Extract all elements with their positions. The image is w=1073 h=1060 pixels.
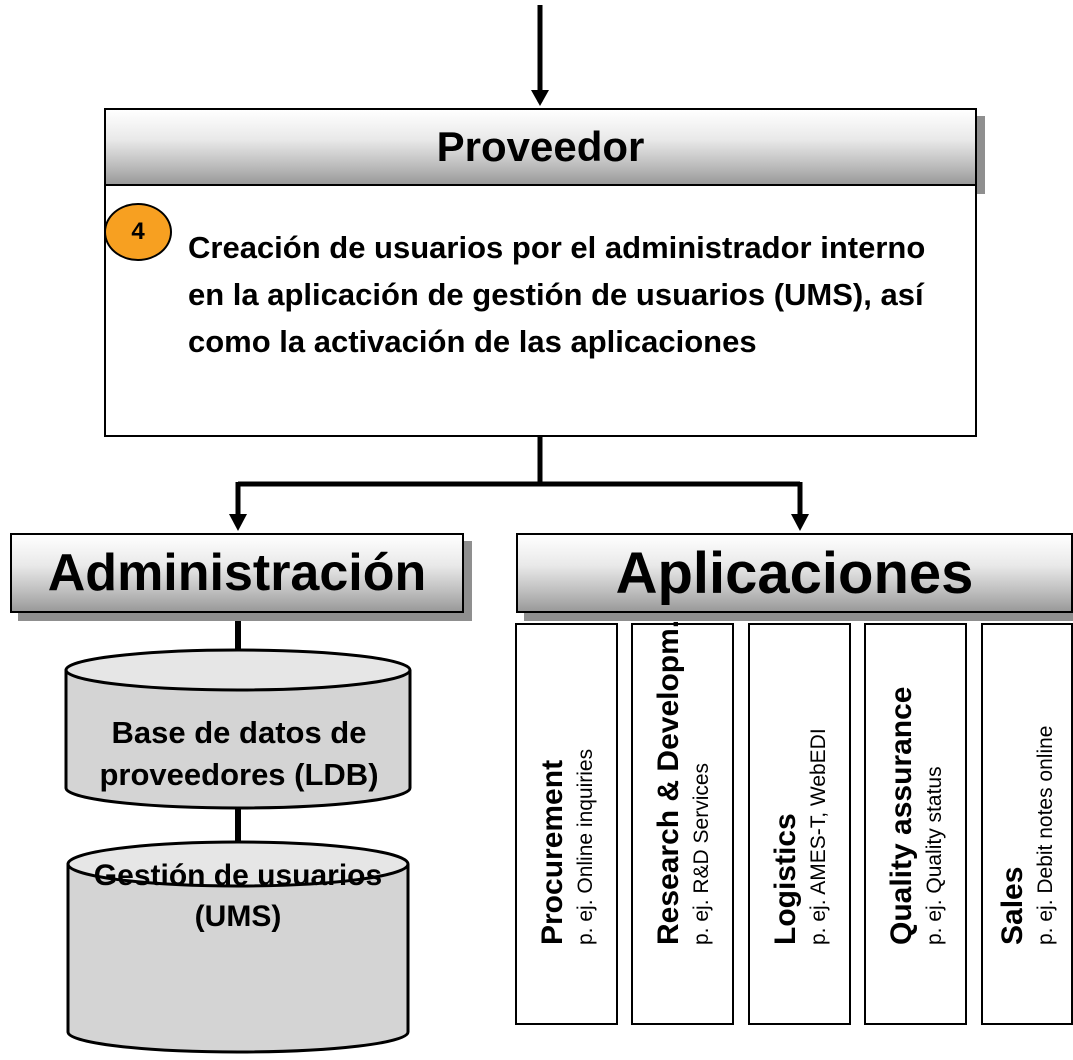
app-column-logistics: Logistics p. ej. AMES-T, WebEDI (748, 623, 851, 1025)
step-number-badge: 4 (104, 203, 172, 261)
app-description: p. ej. Quality status (922, 766, 946, 945)
app-title: Procurement (535, 759, 569, 945)
provider-title: Proveedor (436, 123, 645, 170)
app-column-quality: Quality assurance p. ej. Quality status (864, 623, 967, 1025)
app-description: p. ej. R&D Services (689, 762, 713, 945)
administration-title: Administración (47, 544, 427, 602)
app-title: Sales (996, 866, 1029, 945)
step-description: Creación de usuarios por el administrado… (188, 230, 926, 359)
app-description: p. ej. AMES-T, WebEDI (806, 728, 830, 945)
app-column-procurement: Procurement p. ej. Online inquiries (515, 623, 618, 1025)
app-title: Logistics (768, 813, 802, 945)
step-number: 4 (131, 218, 145, 245)
app-title: Research & Developm. (651, 619, 685, 945)
ums-database-label: Gestión de usuarios (UMS) (93, 859, 383, 933)
app-title: Quality assurance (884, 686, 918, 945)
administration-header: Administración (10, 533, 464, 613)
provider-description-box (104, 186, 977, 437)
applications-title: Aplicaciones (615, 540, 974, 606)
app-description: p. ej. Debit notes online (1034, 725, 1057, 945)
ldb-database-label: Base de datos de proveedores (LDB) (99, 715, 379, 792)
ums-database-cylinder (66, 840, 410, 1054)
app-column-sales: Sales p. ej. Debit notes online (981, 623, 1073, 1025)
applications-header: Aplicaciones (516, 533, 1073, 613)
app-description: p. ej. Online inquiries (573, 748, 597, 945)
app-column-research: Research & Developm. p. ej. R&D Services (631, 619, 734, 1025)
ldb-database-cylinder (64, 648, 412, 810)
provider-header: Proveedor (104, 108, 977, 186)
